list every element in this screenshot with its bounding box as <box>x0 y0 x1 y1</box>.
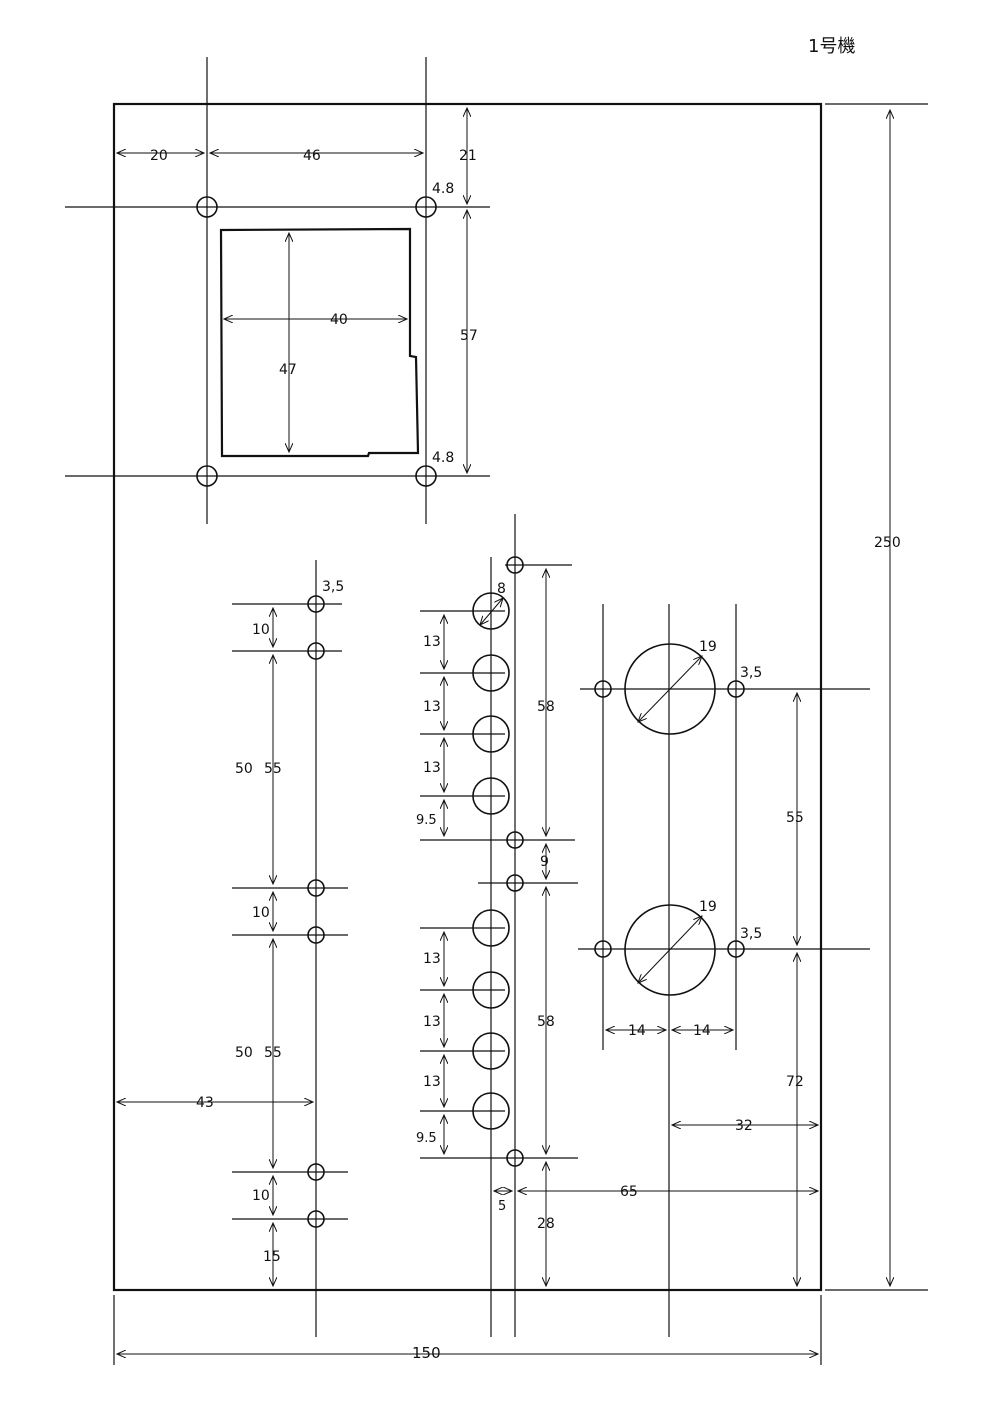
dim-half-width-label: 14 <box>693 1023 711 1039</box>
jack-hole <box>472 777 510 815</box>
dim-pitch-label: 13 <box>423 634 441 650</box>
panel-outline <box>112 102 823 1292</box>
title-label: 1号機 <box>808 36 855 57</box>
mount-hole <box>506 831 524 849</box>
dim-left-offset-x-label: 43 <box>196 1095 214 1111</box>
dim-display-offset-top-label: 21 <box>459 148 477 164</box>
dim-half-width-label: 14 <box>628 1023 646 1039</box>
dim-last-label: 9.5 <box>416 1131 437 1146</box>
mount-hole <box>506 1149 524 1167</box>
dim-last-label: 9.5 <box>416 813 437 828</box>
dim-pitch-label: 13 <box>423 1074 441 1090</box>
dim-left-outer-label: 55 <box>264 761 282 777</box>
dim-left-hole-label: 3,5 <box>322 579 344 595</box>
dim-left-gap-label: 10 <box>252 622 270 638</box>
mount-hole <box>727 680 745 698</box>
mount-hole <box>415 465 437 487</box>
jack-hole <box>472 654 510 692</box>
dim-span-label: 58 <box>537 699 555 715</box>
dim-pitch-label: 13 <box>423 951 441 967</box>
dim-from-right-label: 32 <box>735 1118 753 1134</box>
mount-hole <box>307 1210 325 1228</box>
mount-hole <box>307 1163 325 1181</box>
mount-hole <box>307 642 325 660</box>
dim-display-hole-label: 4.8 <box>432 450 454 466</box>
jack-hole <box>472 592 510 630</box>
dim-large-dia-label: 19 <box>699 639 717 655</box>
dim-display-offset-left-label: 20 <box>150 148 168 164</box>
mount-hole <box>307 595 325 613</box>
mount-hole <box>727 940 745 958</box>
mount-hole <box>594 680 612 698</box>
dim-large-dia <box>638 916 702 983</box>
dim-mid-gap-label: 9 <box>540 854 549 870</box>
mount-hole <box>196 196 218 218</box>
mount-hole <box>307 926 325 944</box>
dim-small-hole-label: 3,5 <box>740 665 762 681</box>
connector-hole <box>624 904 716 996</box>
jack-hole <box>472 1032 510 1070</box>
dim-width-label: 150 <box>412 1344 441 1362</box>
dim-pitch-label: 13 <box>423 1014 441 1030</box>
dim-left-inner-label: 50 <box>235 1045 253 1061</box>
dim-from-bottom-label: 72 <box>786 1074 804 1090</box>
mount-hole <box>594 940 612 958</box>
jack-hole <box>472 1092 510 1130</box>
dim-large-dia-label: 19 <box>699 899 717 915</box>
jack-hole <box>472 715 510 753</box>
dim-left-outer-label: 55 <box>264 1045 282 1061</box>
mount-hole <box>196 465 218 487</box>
display-window <box>219 227 420 458</box>
dim-from-col-label: 65 <box>620 1184 638 1200</box>
connector-hole <box>624 643 716 735</box>
dim-display-vspacing-label: 57 <box>460 328 478 344</box>
jack-hole <box>472 909 510 947</box>
mount-hole <box>307 879 325 897</box>
mount-hole <box>506 556 524 574</box>
jack-hole <box>472 971 510 1009</box>
mount-hole <box>415 196 437 218</box>
dim-jack-dia-label: 8 <box>497 581 506 597</box>
dim-pitch-label: 13 <box>423 760 441 776</box>
dim-large-dia <box>638 656 702 722</box>
dim-pitch-label: 13 <box>423 699 441 715</box>
dim-small-hole-label: 3,5 <box>740 926 762 942</box>
dim-v-spacing-label: 55 <box>786 810 804 826</box>
dim-window-height-label: 47 <box>279 362 297 378</box>
dim-window-width-label: 40 <box>330 312 348 328</box>
dim-left-inner-label: 50 <box>235 761 253 777</box>
dim-span-label: 58 <box>537 1014 555 1030</box>
dim-left-gap-label: 10 <box>252 905 270 921</box>
dim-bottom-label: 28 <box>537 1216 555 1232</box>
dim-offset-label: 5 <box>498 1199 506 1214</box>
mount-hole <box>506 874 524 892</box>
dim-display-hole-spacing-label: 46 <box>303 148 321 164</box>
dim-left-bottom-label: 15 <box>263 1249 281 1265</box>
dim-left-gap-label: 10 <box>252 1188 270 1204</box>
dim-jack-dia <box>480 598 503 625</box>
dim-display-hole-label: 4.8 <box>432 181 454 197</box>
dim-height-label: 250 <box>874 535 901 551</box>
